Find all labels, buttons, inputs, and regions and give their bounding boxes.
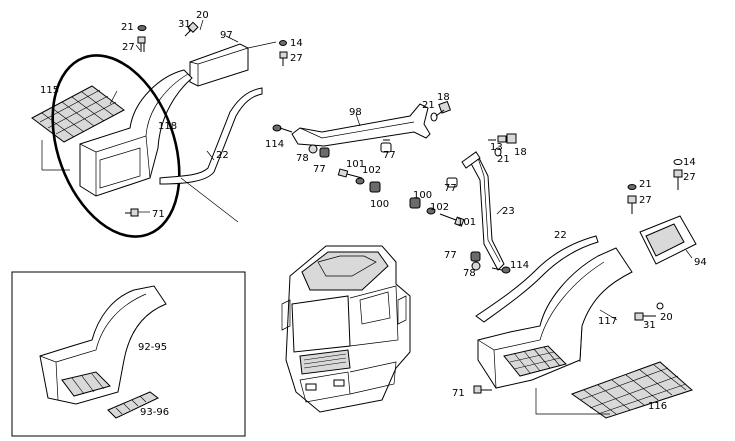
callout-20: 20 [196,10,209,21]
callout-114: 114 [265,139,284,150]
nut-77-washer-78-nut-114 [470,251,511,274]
callout-114: 114 [510,260,529,271]
callout-102: 102 [362,165,381,176]
callout-78: 78 [296,153,309,164]
nut-114-left [272,124,293,133]
bolt-71-left [125,208,150,217]
callout-14: 14 [290,38,303,49]
callout-94: 94 [694,257,707,268]
plate-94 [639,215,697,265]
callout-21: 21 [497,154,510,165]
callout-18: 18 [437,92,450,103]
callout-77: 77 [383,150,396,161]
callout-labels: 21 20 31 27 97 14 27 115 118 22 71 98 21… [40,10,707,418]
bracket-97 [189,41,277,87]
callout-20: 20 [660,312,673,323]
bolt-31 [184,21,199,37]
callout-98: 98 [349,107,362,118]
callout-31: 31 [643,320,656,331]
bracket-23 [461,151,505,271]
callout-101: 101 [457,217,476,228]
callout-77: 77 [444,250,457,261]
callout-100: 100 [413,190,432,201]
fender-step-117 [503,345,567,377]
callout-92-95: 92-95 [138,342,167,353]
callout-71: 71 [152,209,165,220]
callout-116: 116 [648,401,667,412]
inset-panel [11,271,246,437]
callout-14: 14 [683,157,696,168]
callout-118: 118 [158,121,177,132]
callout-22: 22 [554,230,567,241]
callout-77: 77 [444,183,457,194]
washer-21-bolt-18-a [430,100,452,122]
step-plate-116 [570,361,693,419]
callout-21: 21 [422,100,435,111]
callout-27: 27 [683,172,696,183]
callout-21: 21 [639,179,652,190]
callout-77: 77 [313,164,326,175]
callout-21: 21 [121,22,134,33]
callout-93-96: 93-96 [140,407,169,418]
callout-78: 78 [463,268,476,279]
support-arm-98 [291,103,431,147]
callout-27: 27 [290,53,303,64]
bolt-31-washer-20-right [634,302,664,321]
washer-14-bolt-27-top [279,40,288,66]
trim-strip-22-right [475,235,599,323]
bolt-101-102-100-centre [337,168,381,193]
callout-13: 13 [490,142,503,153]
trim-strip-22-left [159,87,263,185]
truck-cab [281,245,411,413]
callout-18: 18 [514,147,527,158]
washer-78-nut-77-left [308,144,330,158]
callout-27: 27 [122,42,135,53]
callout-117: 117 [598,316,617,327]
highlight-circle [51,54,181,238]
washer-21-bolt-18-b [494,133,517,157]
leader-lines [109,19,693,321]
callout-101: 101 [346,159,365,170]
callout-23: 23 [502,206,515,217]
callout-27: 27 [639,195,652,206]
callout-31: 31 [178,19,191,30]
nut-77-bracket-top [446,177,458,188]
callout-102: 102 [430,202,449,213]
callout-22: 22 [216,150,229,161]
washer-21-bolt-27-left [137,25,147,52]
washer-21-bolt-27-right [627,184,637,214]
bolt-71-right [473,385,492,394]
fender-118 [79,69,193,197]
callout-100: 100 [370,199,389,210]
bolt-100-102-101-lower [409,197,465,227]
callout-115: 115 [40,85,59,96]
callout-71: 71 [452,388,465,399]
nut-77-right [380,139,392,153]
washer-14-bolt-27-right [673,159,683,190]
callout-97: 97 [220,30,233,41]
